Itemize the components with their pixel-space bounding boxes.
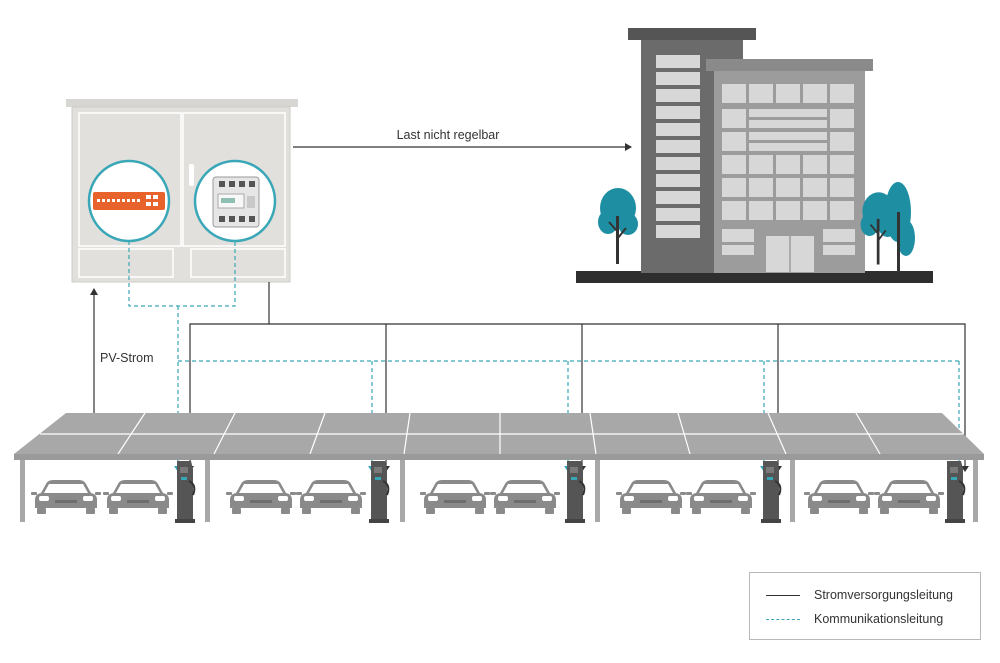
car-icon	[226, 480, 296, 514]
charging-station-icon	[174, 460, 196, 524]
carport-pillars	[20, 460, 978, 522]
legend-power-swatch	[766, 594, 800, 596]
tree-icon	[885, 182, 915, 272]
car-icon	[616, 480, 686, 514]
network-switch-icon	[87, 159, 171, 243]
load-arrow-label: Last nicht regelbar	[397, 128, 500, 142]
car-icon	[874, 480, 944, 514]
charging-station-icon	[944, 460, 966, 524]
car-icon	[296, 480, 366, 514]
charging-station-icon	[564, 460, 586, 524]
legend: Stromversorgungsleitung Kommunikationsle…	[749, 572, 981, 640]
legend-comm-label: Kommunikationsleitung	[814, 612, 944, 626]
car-icon	[31, 480, 101, 514]
legend-item-power: Stromversorgungsleitung	[766, 585, 953, 605]
car-icon	[490, 480, 560, 514]
car-icon	[804, 480, 874, 514]
car-icon	[686, 480, 756, 514]
legend-power-label: Stromversorgungsleitung	[814, 588, 953, 602]
legend-item-comm: Kommunikationsleitung	[766, 609, 943, 629]
car-icon	[103, 480, 173, 514]
energy-meter-icon	[193, 159, 277, 243]
solar-carport-roof	[14, 412, 984, 460]
pv-arrow-label: PV-Strom	[100, 351, 154, 365]
charging-station-icon	[760, 460, 782, 524]
car-icon	[420, 480, 490, 514]
office-building-icon	[576, 28, 933, 283]
tree-icon	[597, 187, 639, 265]
legend-comm-swatch	[766, 618, 800, 620]
charging-station-icon	[368, 460, 390, 524]
